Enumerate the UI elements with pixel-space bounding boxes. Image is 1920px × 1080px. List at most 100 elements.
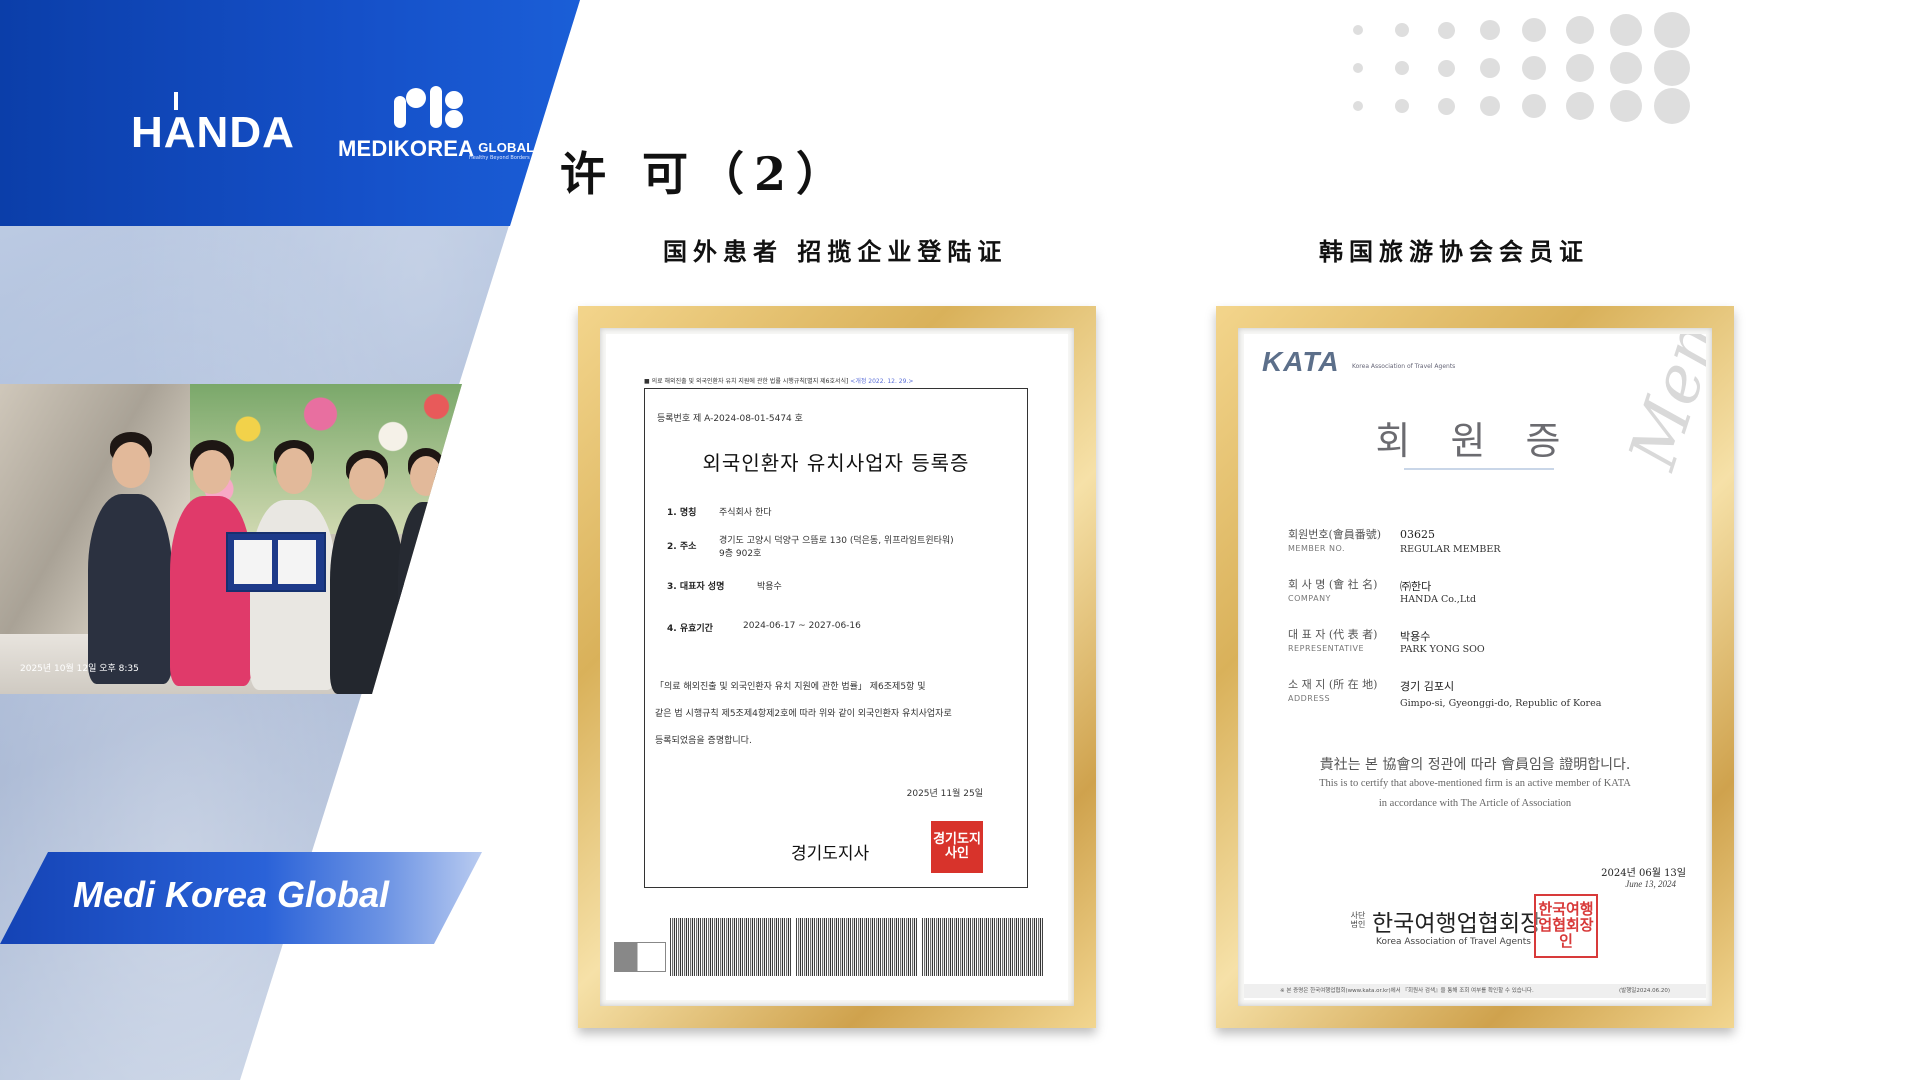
right-certificate-mat: KATA Korea Association of Travel Agents … (1238, 328, 1712, 1006)
person-5-head (410, 456, 442, 496)
c1-barcode-1 (670, 918, 792, 976)
handa-logo: HANDA (131, 108, 295, 157)
c1-item-value: 주식회사 한다 (719, 508, 772, 518)
c2-value-en: PARK YONG SOO (1400, 644, 1485, 655)
c1-item-value: 경기도 고양시 덕양구 으뜸로 130 (덕은동, 위프라임트윈타워) (719, 536, 954, 546)
c2-label-en: REPRESENTATIVE (1288, 644, 1365, 653)
person-3 (250, 500, 336, 690)
c2-org-name: 한국여행업협회장 (1372, 911, 1542, 937)
person-2-head (193, 450, 231, 494)
c2-label-en: COMPANY (1288, 594, 1331, 603)
logo-header-band (0, 0, 580, 226)
kata-full-name: Korea Association of Travel Agents (1352, 363, 1456, 370)
c1-body-line: 등록되었음을 증명합니다. (655, 736, 752, 746)
c1-body-line: 「의료 해외진출 및 외국인환자 유치 지원에 관한 법률」 제6조제5항 및 (655, 682, 926, 692)
c2-value: 박용수 (1400, 630, 1431, 643)
decorative-dot (1610, 52, 1642, 84)
decorative-dot (1395, 23, 1409, 37)
photo-timestamp: 2025년 10월 12일 오후 8:35 (20, 664, 139, 674)
medikorea-tagline: Healthy Beyond Borders (469, 155, 530, 161)
c2-footer-note: ※ 본 증명은 한국여행업협회(www.kata.or.kr)에서 『회원사 검… (1280, 988, 1534, 994)
c2-footer-date: (발행일2024.06.20) (1619, 988, 1670, 994)
c2-label-en: MEMBER NO. (1288, 544, 1346, 553)
c1-item-label: 4. 유효기간 (667, 624, 713, 634)
c2-certify-korean: 貴社는 본 協會의 정관에 따라 會員임을 證明합니다. (1319, 757, 1631, 773)
decorative-dot (1353, 101, 1363, 111)
left-certificate-paper: ■ 의료 해외진출 및 외국인환자 유치 지원에 관한 법률 시행규칙[별지 제… (606, 334, 1068, 1000)
decorative-dot (1610, 90, 1642, 122)
left-certificate-mat: ■ 의료 해외진출 및 외국인환자 유치 지원에 관한 법률 시행규칙[별지 제… (600, 328, 1074, 1006)
c1-item-label: 2. 주소 (667, 542, 697, 552)
c2-label: 회원번호(會員番號) (1288, 528, 1382, 541)
page-title: 许 可（2） (560, 147, 853, 201)
decorative-dot (1353, 25, 1363, 35)
medikorea-mark-icon (394, 86, 463, 128)
c1-registration-no: 등록번호 제 A-2024-08-01-5474 호 (657, 414, 803, 424)
c2-certify-english-2: in accordance with The Article of Associ… (1378, 798, 1572, 809)
person-5 (398, 502, 458, 692)
c1-item-value-line2: 9층 902호 (719, 549, 762, 559)
c2-value-en: REGULAR MEMBER (1400, 544, 1501, 555)
c2-value: 03625 (1400, 528, 1435, 541)
decorative-dot (1437, 59, 1455, 77)
c1-header-text: ■ 의료 해외진출 및 외국인환자 유치 지원에 관한 법률 시행규칙[별지 제… (644, 378, 849, 385)
c1-body-line: 같은 법 시행규칙 제5조제4항제2호에 따라 위와 같이 외국인환자 유치사업… (655, 709, 952, 719)
c1-header-revision: <개정 2022. 12. 29.> (850, 378, 914, 385)
c1-title: 외국인환자 유치사업자 등록증 (702, 451, 970, 475)
decorative-dot (1566, 16, 1594, 44)
decorative-dot (1566, 92, 1594, 120)
decorative-dot (1437, 21, 1455, 39)
right-certificate-frame: KATA Korea Association of Travel Agents … (1216, 306, 1734, 1028)
medikorea-logo-text: MEDIKOREA (338, 136, 475, 161)
c2-label: 대 표 자 (代 表 者) (1288, 628, 1378, 641)
left-certificate-heading: 国外患者 招揽企业登陆证 (663, 237, 1008, 266)
decorative-dot (1480, 96, 1500, 116)
c2-org-name-en: Korea Association of Travel Agents (1376, 937, 1531, 947)
c1-date: 2025년 11월 25일 (906, 789, 983, 799)
c1-official-seal: 경기도지사인 (931, 821, 983, 873)
c1-item-validity: 4. 유효기간 (667, 621, 727, 634)
c2-title-underline (1404, 468, 1554, 470)
c1-barcode-3 (922, 918, 1044, 976)
photo-certificate-folder (226, 532, 326, 592)
decorative-dot (1566, 54, 1594, 82)
c1-item-representative: 3. 대표자 성명 (667, 579, 738, 592)
decorative-dot (1654, 12, 1690, 48)
c2-date-en: June 13, 2024 (1625, 879, 1676, 889)
decorative-dot (1353, 63, 1363, 73)
c2-value: ㈜한다 (1400, 580, 1432, 593)
c2-association-seal: 한국여행업협회장인 (1534, 894, 1598, 958)
c1-header-line: ■ 의료 해외진출 및 외국인환자 유치 지원에 관한 법률 시행규칙[별지 제… (644, 376, 913, 385)
decorative-dot (1437, 97, 1455, 115)
decorative-dot (1522, 94, 1546, 118)
kata-logo: KATA (1262, 346, 1340, 377)
c1-item-value: 박용수 (757, 582, 782, 592)
medikorea-global-text: GLOBAL (478, 140, 535, 155)
person-4 (330, 504, 404, 694)
c2-date: 2024년 06월 13일 (1601, 868, 1686, 879)
right-certificate-paper: KATA Korea Association of Travel Agents … (1244, 334, 1706, 1000)
c2-label-en: ADDRESS (1288, 694, 1331, 703)
person-1 (88, 494, 172, 684)
medi-korea-banner-text: Medi Korea Global (73, 874, 390, 915)
decorative-dot (1654, 50, 1690, 86)
decorative-dot (1610, 14, 1642, 46)
decorative-dot (1522, 56, 1546, 80)
c2-title: 회 원 증 (1375, 419, 1575, 463)
right-certificate-heading: 韩国旅游协会会员证 (1319, 237, 1589, 266)
decorative-dot (1395, 99, 1409, 113)
left-certificate-frame: ■ 의료 해외진출 및 외국인환자 유치 지원에 관한 법률 시행규칙[별지 제… (578, 306, 1096, 1028)
c2-value: 경기 김포시 (1400, 680, 1455, 693)
medi-korea-banner (0, 852, 482, 944)
decorative-dot (1480, 20, 1500, 40)
c2-label: 소 재 지 (所 在 地) (1288, 678, 1378, 691)
decorative-dot (1522, 18, 1546, 42)
c1-content-box: 등록번호 제 A-2024-08-01-5474 호 외국인환자 유치사업자 등… (644, 388, 1028, 888)
person-4-head (349, 458, 385, 500)
c1-item-label: 1. 명칭 (667, 508, 697, 518)
c1-item-value: 2024-06-17 ~ 2027-06-16 (743, 621, 861, 631)
c2-value-en: HANDA Co.,Ltd (1400, 594, 1477, 605)
decorative-dot (1480, 58, 1500, 78)
person-3-head (276, 448, 312, 494)
